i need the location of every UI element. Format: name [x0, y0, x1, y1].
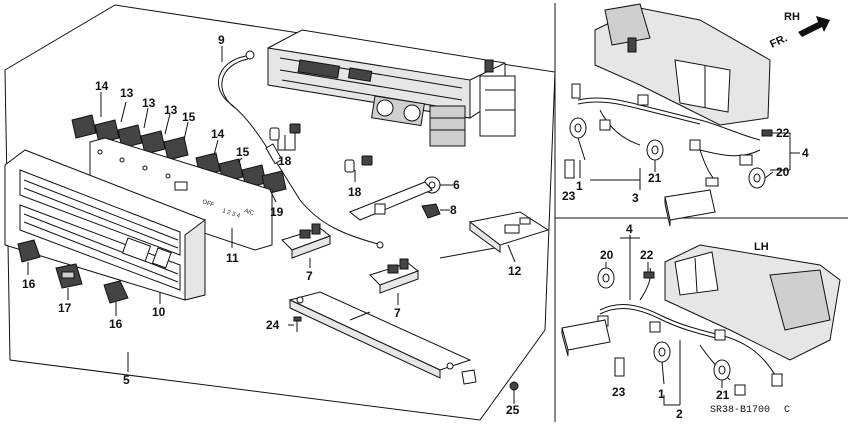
control-cable: [217, 50, 384, 249]
part-label-7: 7: [306, 269, 313, 283]
part-label-5: 5: [123, 373, 130, 387]
part-label-18: 18: [348, 185, 362, 199]
part-label-19: 19: [270, 205, 284, 219]
part-label-13: 13: [164, 103, 178, 117]
part-label-3: 3: [632, 191, 639, 205]
section-label-rh: RH: [784, 11, 800, 23]
part-label-18: 18: [278, 154, 292, 168]
ac-marking: A/C: [243, 208, 255, 217]
lh-sensor-1: [653, 341, 671, 385]
bezel-grille: [4, 149, 206, 301]
part-label-1: 1: [576, 179, 583, 193]
part-label-4: 4: [626, 222, 633, 236]
part-label-22: 22: [776, 126, 790, 140]
part-label-12: 12: [508, 264, 522, 278]
clip-8: [421, 203, 441, 219]
leader-lines: [27, 46, 800, 406]
part-label-25: 25: [506, 403, 520, 417]
fan-speed-marking: 1 2 3 4: [221, 208, 241, 220]
part-label-20: 20: [776, 165, 790, 179]
part-label-14: 14: [211, 127, 225, 141]
switch-assembly-a: [281, 223, 332, 259]
part-label-20: 20: [600, 248, 614, 262]
knob-row-upper: [71, 114, 287, 195]
rh-clip-22: [761, 129, 773, 137]
link-bracket: [439, 211, 550, 259]
rh-wire-harness: [571, 83, 761, 187]
diagram-code: SR38-B1700: [710, 405, 770, 416]
part-label-16: 16: [109, 317, 123, 331]
part-label-6: 6: [453, 178, 460, 192]
assembly-outline: [4, 4, 556, 421]
part-label-7: 7: [394, 306, 401, 320]
part-label-21: 21: [648, 171, 662, 185]
part-label-2: 2: [676, 407, 683, 421]
section-label-lh: LH: [754, 241, 769, 253]
rh-duct: [594, 3, 771, 126]
knob-17: [55, 263, 83, 289]
part-label-4: 4: [802, 146, 809, 160]
bulb-set-b: [344, 155, 373, 173]
part-label-13: 13: [120, 86, 134, 100]
part-label-10: 10: [152, 305, 166, 319]
part-label-17: 17: [58, 301, 72, 315]
lever-arm: [349, 176, 441, 221]
part-label-8: 8: [450, 203, 457, 217]
lh-clip-22: [643, 271, 655, 279]
part-label-23: 23: [562, 189, 576, 203]
screw-24: [293, 316, 302, 332]
off-marking: OFF: [201, 199, 215, 209]
part-label-23: 23: [612, 385, 626, 399]
rh-sensor-21: [646, 139, 664, 168]
switch-assembly-b: [369, 258, 420, 294]
part-label-14: 14: [95, 79, 109, 93]
part-label-15: 15: [182, 110, 196, 124]
mounting-bracket: [288, 291, 477, 385]
lh-sensor-21: [713, 359, 731, 381]
rh-grommet-20: [748, 167, 766, 189]
lh-control-module: [561, 319, 611, 357]
heater-control-unit: [267, 29, 516, 147]
lh-label-23: [614, 357, 625, 377]
part-label-24: 24: [266, 318, 280, 332]
diagram-code-suffix: C: [784, 405, 790, 416]
rh-sensor-1: [569, 117, 587, 161]
rh-label-23: [564, 159, 575, 179]
part-label-13: 13: [142, 96, 156, 110]
knob-16-right: [103, 280, 129, 304]
part-label-11: 11: [226, 251, 239, 265]
knob-16-left: [17, 239, 41, 263]
screw-25: [509, 381, 519, 398]
part-label-22: 22: [640, 248, 654, 262]
front-arrow-label: FR.: [768, 32, 789, 50]
switch-face-plate: OFF 1 2 3 4 A/C: [89, 137, 273, 251]
rh-control-module: [664, 189, 716, 227]
part-label-9: 9: [218, 33, 225, 47]
part-label-15: 15: [236, 145, 250, 159]
part-label-16: 16: [22, 277, 36, 291]
part-label-21: 21: [716, 388, 730, 402]
part-label-1: 1: [658, 387, 665, 401]
lh-grommet-20: [597, 267, 615, 289]
lh-duct: [664, 244, 841, 361]
